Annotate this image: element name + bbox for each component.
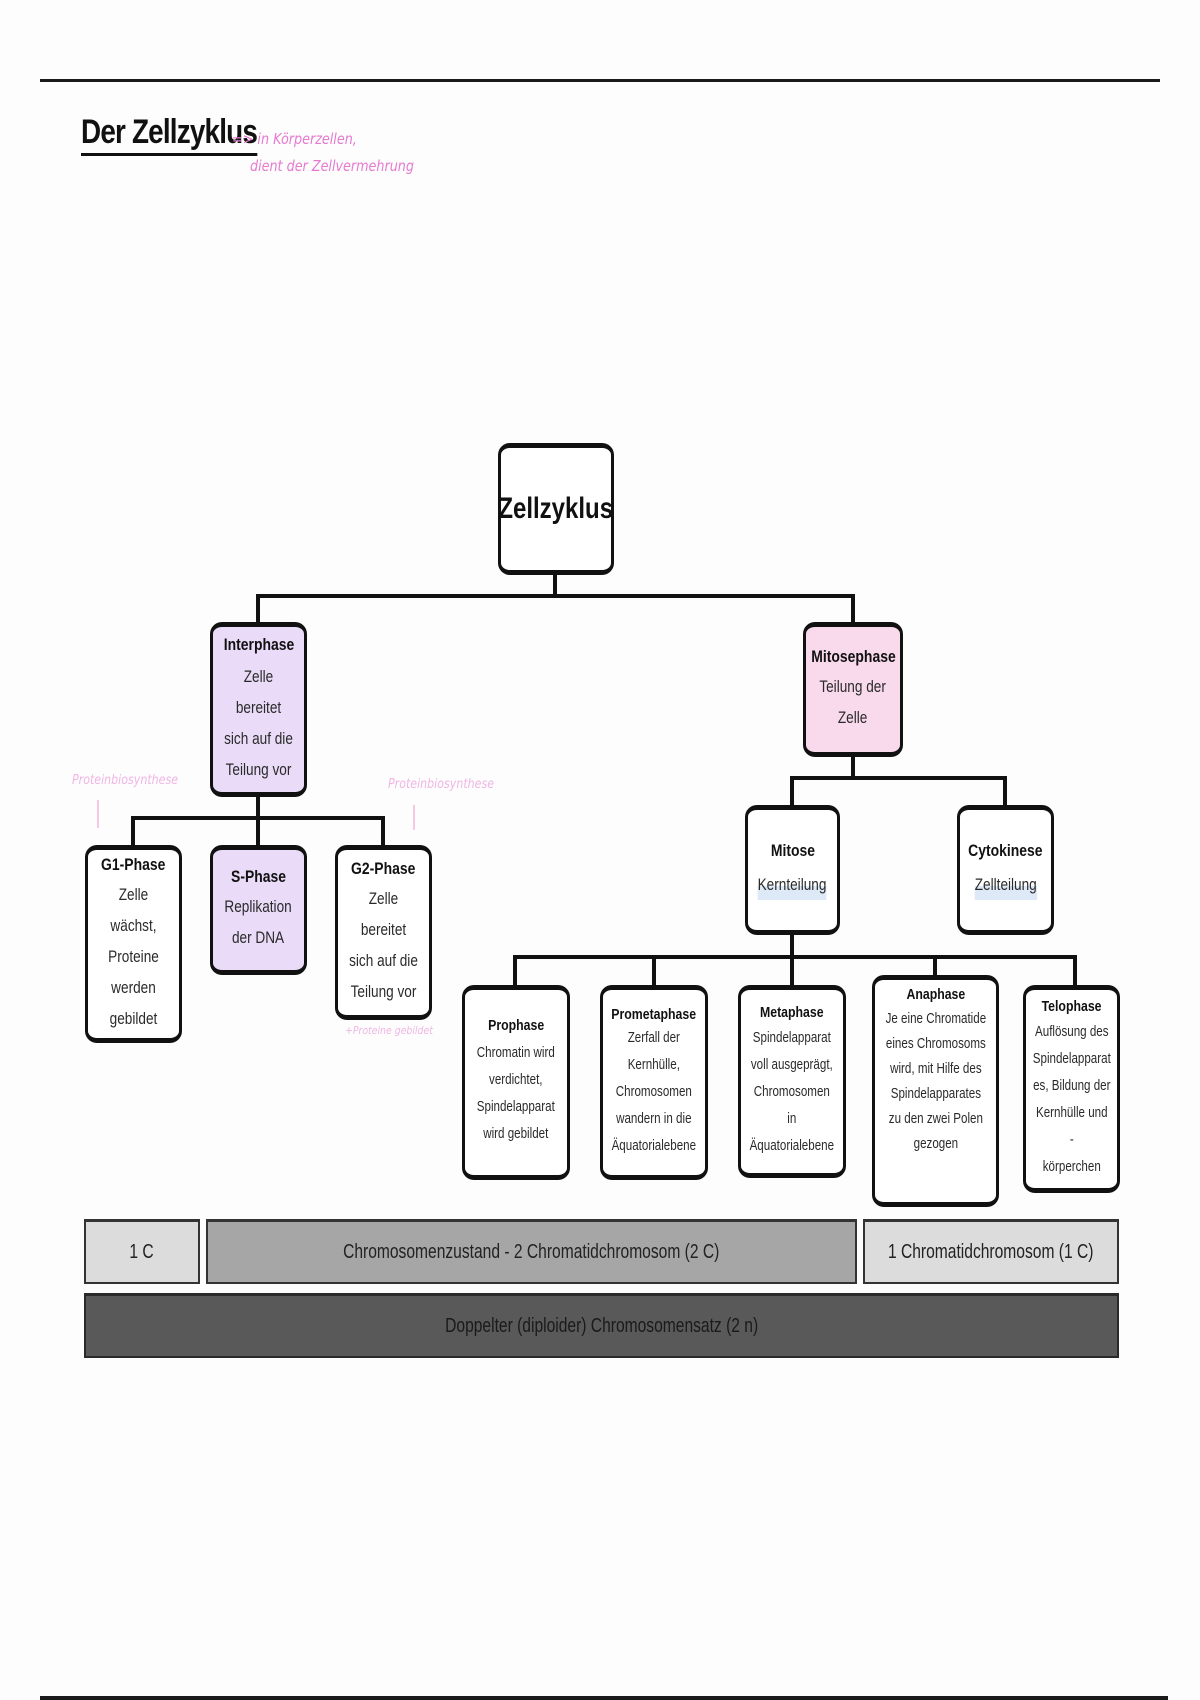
g2-note: Proteinbiosynthese — [388, 777, 495, 792]
node-description: Chromatin wird verdichtet, Spindelappara… — [476, 1045, 556, 1142]
node-description: Je eine Chromatide eines Chromosoms wird… — [885, 1011, 986, 1152]
node-description: Zelle bereitet sich auf die Teilung vor — [349, 888, 418, 1001]
bar-label: 1 C — [129, 1240, 155, 1263]
node-title: Mitosephase — [810, 646, 896, 666]
node-title: Anaphase — [906, 986, 965, 1003]
g1-phase-node: G1-Phase Zelle wächst, Proteine werden g… — [85, 845, 182, 1043]
anaphase-node: Anaphase Je eine Chromatide eines Chromo… — [872, 975, 999, 1207]
telophase-node: Telophase Auflösung des Spindelapparat e… — [1023, 985, 1120, 1193]
g2-phase-node: G2-Phase Zelle bereitet sich auf die Tei… — [335, 845, 432, 1020]
node-description: Zerfall der Kernhülle, Chromosomen wande… — [611, 1029, 697, 1154]
bar-label: Doppelter (diploider) Chromosomensatz (2… — [445, 1314, 758, 1337]
bar-2c: Chromosomenzustand - 2 Chromatidchromoso… — [206, 1219, 857, 1284]
node-title: Prophase — [487, 1017, 545, 1034]
top-rule — [40, 79, 1160, 82]
node-title: G2-Phase — [351, 858, 416, 878]
prophase-node: Prophase Chromatin wird verdichtet, Spin… — [462, 985, 570, 1180]
node-title: Mitose — [770, 840, 815, 860]
mitosephase-node: Mitosephase Teilung der Zelle — [803, 622, 903, 757]
bar-ploidy: Doppelter (diploider) Chromosomensatz (2… — [84, 1293, 1119, 1358]
metaphase-node: Metaphase Spindelapparat voll ausgeprägt… — [738, 985, 846, 1178]
node-title: Prometaphase — [611, 1005, 697, 1023]
node-title: Metaphase — [760, 1003, 824, 1021]
annotation-line-2: dient der Zellvermehrung — [250, 157, 414, 175]
mitose-node: Mitose Kernteilung — [745, 805, 840, 935]
interphase-node: Interphase Zelle bereitet sich auf die T… — [210, 622, 307, 797]
bar-label: Chromosomenzustand - 2 Chromatidchromoso… — [343, 1240, 720, 1263]
node-description: Replikation der DNA — [224, 897, 293, 947]
node-description: Spindelapparat voll ausgeprägt, Chromoso… — [749, 1029, 835, 1154]
page-title: Der Zellzyklus — [81, 113, 258, 156]
prometaphase-node: Prometaphase Zerfall der Kernhülle, Chro… — [600, 985, 708, 1180]
node-description: Teilung der Zelle — [819, 676, 887, 727]
zellzyklus-node: Zellzyklus — [498, 443, 614, 575]
g2-below-note: +Proteine gebildet — [345, 1024, 433, 1037]
cytokinese-node: Cytokinese Zellteilung — [957, 805, 1054, 935]
node-title: Interphase — [223, 634, 294, 654]
s-phase-node: S-Phase Replikation der DNA — [210, 845, 307, 975]
g1-note: Proteinbiosynthese — [72, 773, 179, 788]
annotation-line-1: => in Körperzellen, — [232, 130, 357, 148]
node-title: Zellzyklus — [498, 492, 614, 525]
node-title: G1-Phase — [101, 854, 166, 874]
node-title: S-Phase — [230, 867, 287, 886]
bar-label: 1 Chromatidchromosom (1 C) — [888, 1240, 1094, 1263]
node-description: Kernteilung — [758, 868, 827, 900]
bottom-rule — [40, 1696, 1168, 1700]
node-title: Cytokinese — [968, 840, 1043, 860]
node-description: Zelle bereitet sich auf die Teilung vor — [224, 666, 293, 779]
node-description: Zelle wächst, Proteine werden gebildet — [108, 884, 159, 1028]
node-description: Auflösung des Spindelapparat es, Bildung… — [1032, 1023, 1111, 1175]
bar-1-chromatid: 1 Chromatidchromosom (1 C) — [863, 1219, 1119, 1284]
node-title: Telophase — [1041, 997, 1102, 1015]
bar-1c: 1 C — [84, 1219, 200, 1284]
node-description: Zellteilung — [974, 868, 1037, 900]
